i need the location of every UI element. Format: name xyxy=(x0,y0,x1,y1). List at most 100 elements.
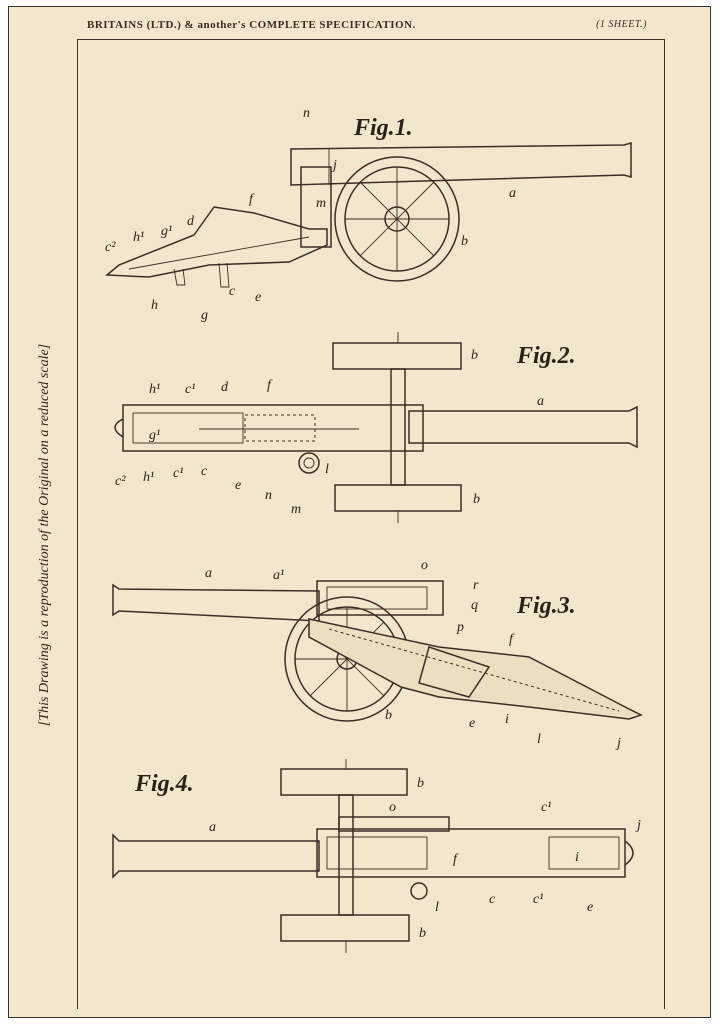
svg-text:a: a xyxy=(537,394,544,409)
specification-header: BRITAINS (LTD.) & another's COMPLETE SPE… xyxy=(87,19,647,37)
drawing-frame xyxy=(77,39,665,1009)
svg-text:r: r xyxy=(473,578,479,593)
figure-4: Fig.4. b a o c¹ j f i l xyxy=(112,759,641,953)
figure-1-label: Fig.1. xyxy=(353,115,413,141)
fig2-trail-slot xyxy=(132,412,244,444)
svg-text:b: b xyxy=(385,708,392,723)
svg-text:g: g xyxy=(201,308,208,323)
svg-text:c: c xyxy=(489,892,496,907)
svg-text:e: e xyxy=(235,478,241,493)
svg-text:c: c xyxy=(201,464,208,479)
figure-3: Fig.3. a a¹ o r q p xyxy=(112,558,643,751)
svg-text:e: e xyxy=(587,900,593,915)
svg-text:g¹: g¹ xyxy=(161,224,172,239)
svg-text:c¹: c¹ xyxy=(541,800,551,815)
svg-text:n: n xyxy=(265,488,272,503)
svg-text:a: a xyxy=(209,820,216,835)
svg-text:j: j xyxy=(635,818,641,833)
fig1-wheel-rim xyxy=(334,156,460,282)
svg-text:l: l xyxy=(537,732,541,747)
svg-text:i: i xyxy=(575,850,579,865)
svg-text:h¹: h¹ xyxy=(149,382,160,397)
figure-1: Fig.1. n j a m f xyxy=(105,106,632,323)
fig2-trail-eye xyxy=(114,418,124,438)
fig4-elevating-screw xyxy=(338,816,450,832)
svg-text:a¹: a¹ xyxy=(273,568,284,583)
svg-text:f: f xyxy=(453,852,459,867)
fig2-handwheel xyxy=(298,452,320,474)
figure-2: Fig.2. h¹ c¹ d f a b xyxy=(114,332,638,523)
svg-text:q: q xyxy=(471,598,478,613)
svg-text:h¹: h¹ xyxy=(143,470,154,485)
fig4-trail xyxy=(316,828,626,878)
fig3-trail-block xyxy=(418,646,491,698)
fig1-cheek xyxy=(300,166,332,248)
svg-text:b: b xyxy=(419,926,426,941)
specification-title: BRITAINS (LTD.) & another's COMPLETE SPE… xyxy=(87,19,416,31)
svg-text:l: l xyxy=(435,900,439,915)
svg-text:e: e xyxy=(255,290,261,305)
fig4-trail-eye xyxy=(624,840,634,866)
svg-text:n: n xyxy=(303,106,310,121)
fig3-barrel xyxy=(112,583,320,622)
fig3-trail-dashline xyxy=(328,628,620,712)
fig1-barrel xyxy=(290,142,632,186)
svg-text:a: a xyxy=(509,186,516,201)
svg-text:i: i xyxy=(505,712,509,727)
fig4-wheel-bottom xyxy=(280,914,410,942)
svg-text:c²: c² xyxy=(105,240,116,255)
svg-text:b: b xyxy=(473,492,480,507)
svg-text:f: f xyxy=(249,192,255,207)
svg-text:m: m xyxy=(316,196,326,211)
patent-sheet: BRITAINS (LTD.) & another's COMPLETE SPE… xyxy=(8,6,711,1018)
svg-text:h¹: h¹ xyxy=(133,230,144,245)
svg-text:j: j xyxy=(615,736,621,751)
svg-text:c¹: c¹ xyxy=(533,892,543,907)
fig2-axle xyxy=(390,368,406,486)
svg-text:c¹: c¹ xyxy=(173,466,183,481)
fig1-wheel-spokes xyxy=(345,167,449,271)
svg-text:b: b xyxy=(461,234,468,249)
fig1-trail-line xyxy=(128,236,310,270)
svg-text:d: d xyxy=(221,380,229,395)
svg-text:f: f xyxy=(267,378,273,393)
fig1-leg-g xyxy=(218,262,230,288)
figure-2-label: Fig.2. xyxy=(516,343,576,369)
sheet-number: (1 SHEET.) xyxy=(596,19,647,30)
svg-text:e: e xyxy=(469,716,475,731)
svg-text:c¹: c¹ xyxy=(185,382,195,397)
svg-text:f: f xyxy=(509,632,515,647)
fig3-cradle xyxy=(316,580,444,616)
fig4-letters: b a o c¹ j f i l c c¹ e b xyxy=(209,776,641,941)
fig4-handwheel xyxy=(410,882,428,900)
fig1-leg-h xyxy=(173,268,186,286)
fig2-wheel-bottom xyxy=(334,484,462,512)
svg-text:c: c xyxy=(229,284,236,299)
svg-text:o: o xyxy=(421,558,428,573)
svg-text:p: p xyxy=(456,620,464,635)
svg-text:j: j xyxy=(331,158,337,173)
fig3-letters: a a¹ o r q p f b e i l j xyxy=(205,558,621,751)
fig1-trail xyxy=(105,206,328,278)
svg-text:o: o xyxy=(389,800,396,815)
fig2-barrel xyxy=(408,405,638,449)
fig2-wheel-top xyxy=(332,342,462,370)
fig4-barrel xyxy=(112,833,320,879)
svg-text:b: b xyxy=(417,776,424,791)
svg-text:c²: c² xyxy=(115,474,126,489)
figure-4-label: Fig.4. xyxy=(134,771,194,797)
svg-text:b: b xyxy=(471,348,478,363)
svg-text:d: d xyxy=(187,214,195,229)
fig4-axle xyxy=(338,794,354,916)
fig4-wheel-top xyxy=(280,768,408,796)
svg-text:l: l xyxy=(325,462,329,477)
svg-text:a: a xyxy=(205,566,212,581)
fig2-trail xyxy=(122,404,424,452)
patent-drawing: Fig.1. n j a m f xyxy=(105,106,643,953)
svg-text:g¹: g¹ xyxy=(149,428,160,443)
fig2-letters: h¹ c¹ d f a b g¹ c² h¹ c¹ c e n l m b xyxy=(115,348,544,517)
fig1-letters: n j a m f c² h¹ g¹ d h g c e b xyxy=(105,106,516,323)
figure-3-label: Fig.3. xyxy=(516,593,576,619)
svg-text:h: h xyxy=(151,298,158,313)
svg-text:m: m xyxy=(291,502,301,517)
